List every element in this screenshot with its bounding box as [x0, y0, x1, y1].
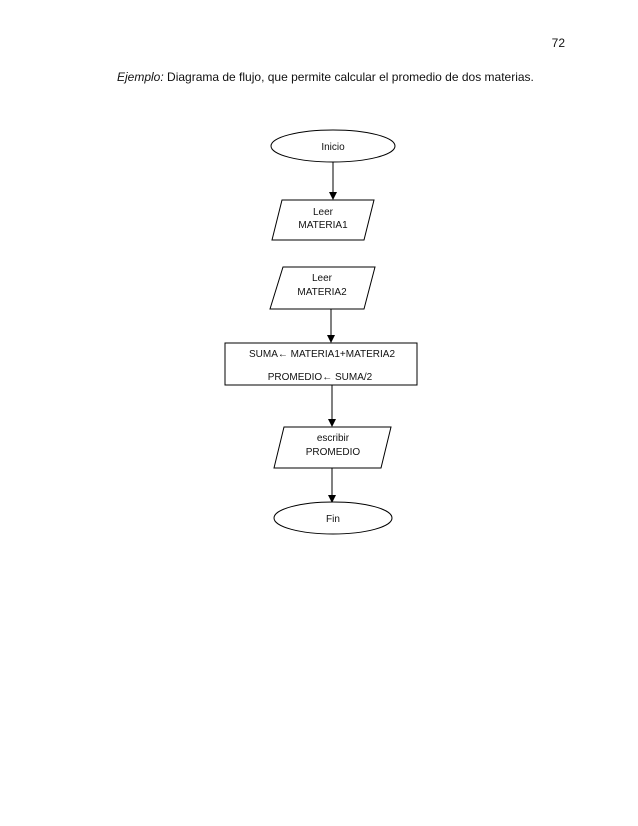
caption-text: Diagrama de flujo, que permite calcular … — [163, 70, 534, 84]
read1-line2: MATERIA1 — [298, 220, 348, 231]
write-line1: escribir — [317, 433, 350, 444]
read2-line2: MATERIA2 — [297, 287, 347, 298]
end-terminal: Fin — [273, 501, 393, 535]
write-line2: PROMEDIO — [306, 447, 361, 458]
caption-lead: Ejemplo: — [117, 70, 164, 84]
read1-line1: Leer — [313, 207, 334, 218]
input-read-materia1: Leer MATERIA1 — [271, 199, 375, 241]
input-read-materia2: Leer MATERIA2 — [269, 266, 376, 310]
end-label: Fin — [326, 514, 340, 525]
start-terminal: Inicio — [270, 129, 396, 163]
figure-caption: Ejemplo: Diagrama de flujo, que permite … — [117, 70, 617, 84]
output-write-promedio: escribir PROMEDIO — [273, 426, 392, 469]
process-line2: PROMEDIO← SUMA/2 — [268, 372, 373, 383]
page-number: 72 — [551, 36, 565, 50]
process-line1: SUMA← MATERIA1+MATERIA2 — [249, 349, 395, 360]
process-box: SUMA← MATERIA1+MATERIA2 PROMEDIO← SUMA/2 — [224, 342, 418, 386]
read2-line1: Leer — [312, 273, 333, 284]
start-label: Inicio — [321, 142, 345, 153]
